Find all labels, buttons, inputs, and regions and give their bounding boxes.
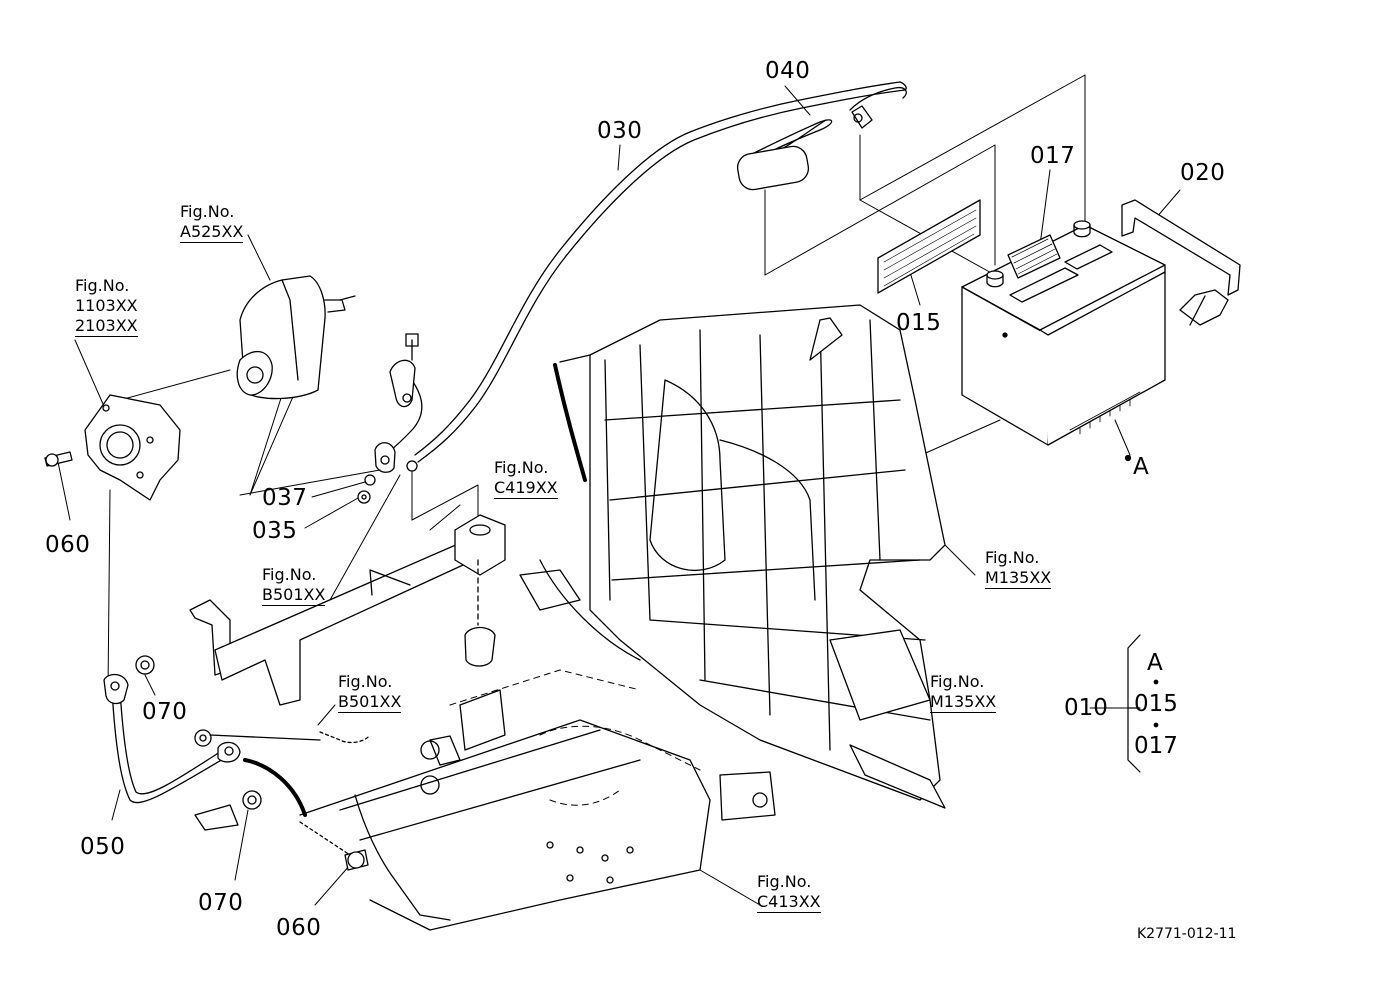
- flange-plate: [44, 394, 181, 501]
- fasteners: [135, 460, 418, 871]
- part-label-040: 040: [765, 58, 811, 84]
- kit-bracket: [1127, 634, 1159, 773]
- part-label-017: 017: [1030, 143, 1076, 169]
- fig-ref-a525-code: A525XX: [180, 222, 244, 243]
- kit-item-017: 017: [1134, 733, 1178, 759]
- fig-ref-m135-upper: Fig.No. M135XX: [985, 548, 1052, 589]
- mount-brackets: [189, 514, 506, 751]
- fig-ref-c419: Fig.No. C419XX: [494, 458, 558, 499]
- part-label-030: 030: [597, 118, 643, 144]
- fig-ref-c413-code: C413XX: [757, 892, 821, 913]
- part-label-060-bottom: 060: [276, 915, 322, 941]
- part-label-070-top: 070: [142, 699, 188, 725]
- fig-ref-b501-lower: Fig.No. B501XX: [338, 672, 402, 713]
- kit-label-010: 010: [1064, 695, 1108, 721]
- fig-ref-b501-upper-code: B501XX: [262, 585, 326, 606]
- kit-item-A: A: [1147, 650, 1163, 676]
- battery-cable-040: [736, 86, 907, 191]
- radiator-frame: [519, 304, 946, 809]
- fig-ref-b501-lower-code: B501XX: [338, 692, 402, 713]
- chassis-frame: [299, 559, 776, 931]
- drawing-reference: K2771-012-11: [1137, 926, 1237, 942]
- part-label-060-top: 060: [45, 532, 91, 558]
- fig-ref-1103: Fig.No. 1103XX 2103XX: [75, 276, 138, 337]
- starter-motor: [236, 275, 356, 400]
- fig-ref-a525: Fig.No. A525XX: [180, 202, 244, 243]
- fig-ref-2103-code: 2103XX: [75, 316, 138, 337]
- fig-ref-m135-upper-code: M135XX: [985, 568, 1052, 589]
- fig-ref-m135-lower-code: M135XX: [930, 692, 997, 713]
- part-label-035: 035: [252, 518, 298, 544]
- battery-label-015: [877, 199, 981, 294]
- ground-cable-050: [103, 673, 307, 817]
- battery-holder-020: [1121, 199, 1241, 326]
- part-label-A: A: [1133, 454, 1150, 480]
- fig-ref-b501-upper: Fig.No. B501XX: [262, 565, 326, 606]
- kit-item-015: 015: [1134, 691, 1178, 717]
- fig-ref-c413: Fig.No. C413XX: [757, 872, 821, 913]
- part-label-015: 015: [896, 310, 942, 336]
- part-label-020: 020: [1180, 160, 1226, 186]
- fig-ref-m135-lower: Fig.No. M135XX: [930, 672, 997, 713]
- cable-terminal: [374, 333, 419, 473]
- battery-010: [961, 220, 1166, 462]
- fig-ref-c419-code: C419XX: [494, 478, 558, 499]
- part-label-050: 050: [80, 834, 126, 860]
- part-label-037: 037: [262, 485, 308, 511]
- part-label-070-bottom: 070: [198, 890, 244, 916]
